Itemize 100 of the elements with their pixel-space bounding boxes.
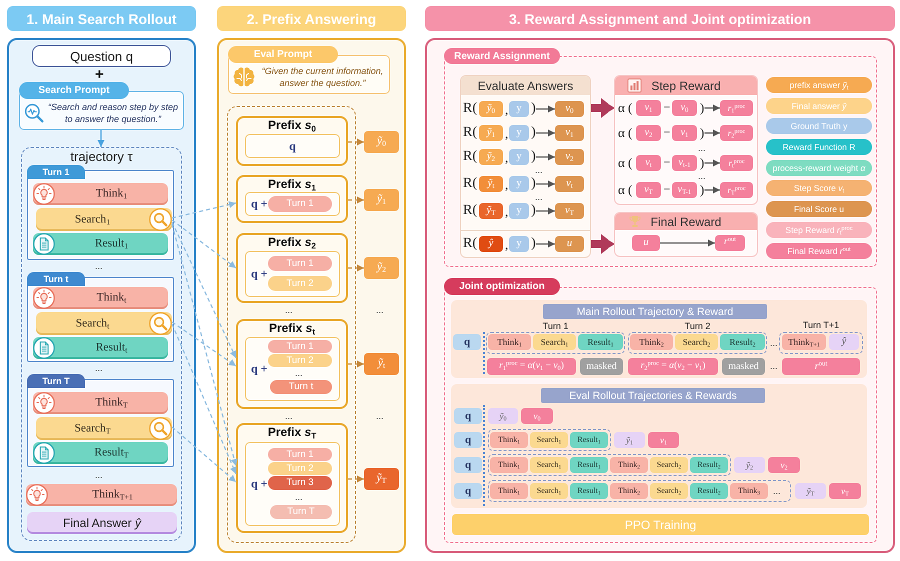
training-bar: PPO Training <box>452 514 869 535</box>
answer-chip: ỹ$_{2}$ <box>364 257 399 279</box>
section-tab: Eval Prompt <box>228 46 338 63</box>
prefix-title: Prefix s$_{0}$ <box>268 119 316 132</box>
formula-text: α ( <box>618 182 632 198</box>
ellipsis: ... <box>770 361 778 372</box>
formula-text: − <box>664 183 670 197</box>
legend-chip: prefix answer ỹ$_{t}$ <box>766 77 872 93</box>
formula-text: ) <box>700 100 704 116</box>
ground-truth-chip: y <box>509 101 529 117</box>
formula-text: α ( <box>618 100 632 116</box>
ellipsis: ... <box>376 304 384 316</box>
formula-text: α ( <box>618 126 632 140</box>
step-score-chip: v$_{T}$ <box>829 483 861 499</box>
masked-chip: masked <box>722 358 765 375</box>
dashed-arrow <box>172 201 236 219</box>
prefix-answer-chip: ỹ$_{2}$ <box>734 457 765 473</box>
query-label: q + <box>251 196 268 212</box>
formula-text: R( <box>463 148 477 166</box>
arrow <box>536 180 555 188</box>
formula-text: α ( <box>618 156 632 170</box>
dashed-arrow <box>172 220 236 268</box>
query-chip: q <box>454 408 482 424</box>
turn-pill: Turn 1 <box>268 256 332 271</box>
dashed-group-frame <box>488 429 611 451</box>
result-chip: Result$_{2}$ <box>690 457 728 473</box>
prefix-title: Prefix s$_{t}$ <box>268 322 316 335</box>
step-score-chip: v$_{2}$ <box>636 125 661 141</box>
arrow <box>704 186 720 194</box>
query-chip: q <box>454 483 482 499</box>
masked-chip: masked <box>580 358 623 375</box>
result-bar <box>33 442 168 464</box>
formula-text: ) <box>531 203 536 219</box>
think-chip: Think$_{3}$ <box>730 483 768 499</box>
section-header: 2. Prefix Answering <box>217 6 406 31</box>
turn-label: Turn T+1 <box>802 319 840 331</box>
content-box <box>245 442 340 526</box>
step-score-chip: v$_{t}$ <box>636 155 661 171</box>
legend-chip: Final Score u <box>766 201 872 217</box>
result-chip: Result$_{1}$ <box>578 334 623 350</box>
ellipsis: ... <box>535 192 543 203</box>
think-bar <box>33 392 168 414</box>
step-score-chip: v$_{T}$ <box>555 203 584 219</box>
turn-tab: Turn T <box>27 374 85 388</box>
search-chip: Search$_{1}$ <box>530 432 568 448</box>
think-chip: Think$_{1}$ <box>490 457 528 473</box>
arrow <box>536 106 555 112</box>
legend-chip: Reward Function R <box>766 139 872 155</box>
result-bar <box>33 233 168 255</box>
search-chip: Search$_{1}$ <box>530 483 568 499</box>
turn-label: Turn 1 <box>542 321 568 331</box>
ellipsis: ... <box>285 304 293 316</box>
step-score-chip: v$_{T-1}$ <box>672 182 697 198</box>
prefix-answer-chip: ỹ$_{T}$ <box>479 203 503 219</box>
final-score-chip: u <box>632 235 660 251</box>
prefix-box <box>236 319 348 409</box>
query-chip: q <box>454 432 482 448</box>
dashed-group-frame <box>488 454 731 476</box>
think-bar <box>33 183 168 205</box>
formula-text: R( <box>463 124 477 142</box>
rollout-panel <box>451 300 867 378</box>
query-label: q + <box>251 476 268 492</box>
think-chip: Think$_{T+1}$ <box>782 334 826 350</box>
formula-text: R( <box>463 236 477 252</box>
formula-text: ) <box>531 125 536 141</box>
prompt-text: “Search and reason step by step to answer the question.” <box>46 102 180 126</box>
prefix-answer-chip: ỹ$_{T}$ <box>795 483 826 499</box>
legend-chip: process-reward weight α <box>766 160 872 176</box>
card-title: Final Reward <box>650 216 722 228</box>
formula-text: ) <box>700 125 704 141</box>
ellipsis: ... <box>295 368 303 379</box>
prefix-answer-chip: ỹ$_{1}$ <box>614 432 645 448</box>
dashed-frame <box>227 106 356 543</box>
prefix-box <box>236 423 348 533</box>
dashed-group-frame <box>488 480 791 502</box>
arrow <box>536 240 555 248</box>
block-arrow <box>591 234 614 254</box>
dashed-arrow <box>348 476 364 482</box>
search-bar <box>36 208 172 231</box>
ellipsis: ... <box>95 362 103 374</box>
formula-text: ) <box>531 236 536 252</box>
formula-text: ) <box>700 182 704 198</box>
turn-pill: Turn 1 <box>268 448 332 461</box>
dashed-arrow <box>348 360 364 368</box>
turn-pill: Turn 2 <box>268 462 332 475</box>
section-header: 1. Main Search Rollout <box>7 6 196 31</box>
result-chip: Result$_{1}$ <box>570 483 608 499</box>
formula-text: ) <box>531 149 536 165</box>
result-bar <box>33 337 168 359</box>
step-score-chip: v$_{2}$ <box>768 457 800 473</box>
card-title: Step Reward <box>651 80 721 92</box>
query-chip: q <box>453 334 481 350</box>
section-tab: Reward Assignment <box>444 48 560 64</box>
step-label: Result$_{T}$ <box>94 447 129 459</box>
prompt-text: “Given the current information, answer the question.” <box>260 66 384 90</box>
formula-text: , <box>505 150 508 166</box>
turn-pill: Turn 2 <box>268 354 332 367</box>
step-label: Think$_{1}$ <box>96 188 128 200</box>
step-label: Result$_{1}$ <box>94 238 128 250</box>
dashed-arrow <box>348 196 364 204</box>
